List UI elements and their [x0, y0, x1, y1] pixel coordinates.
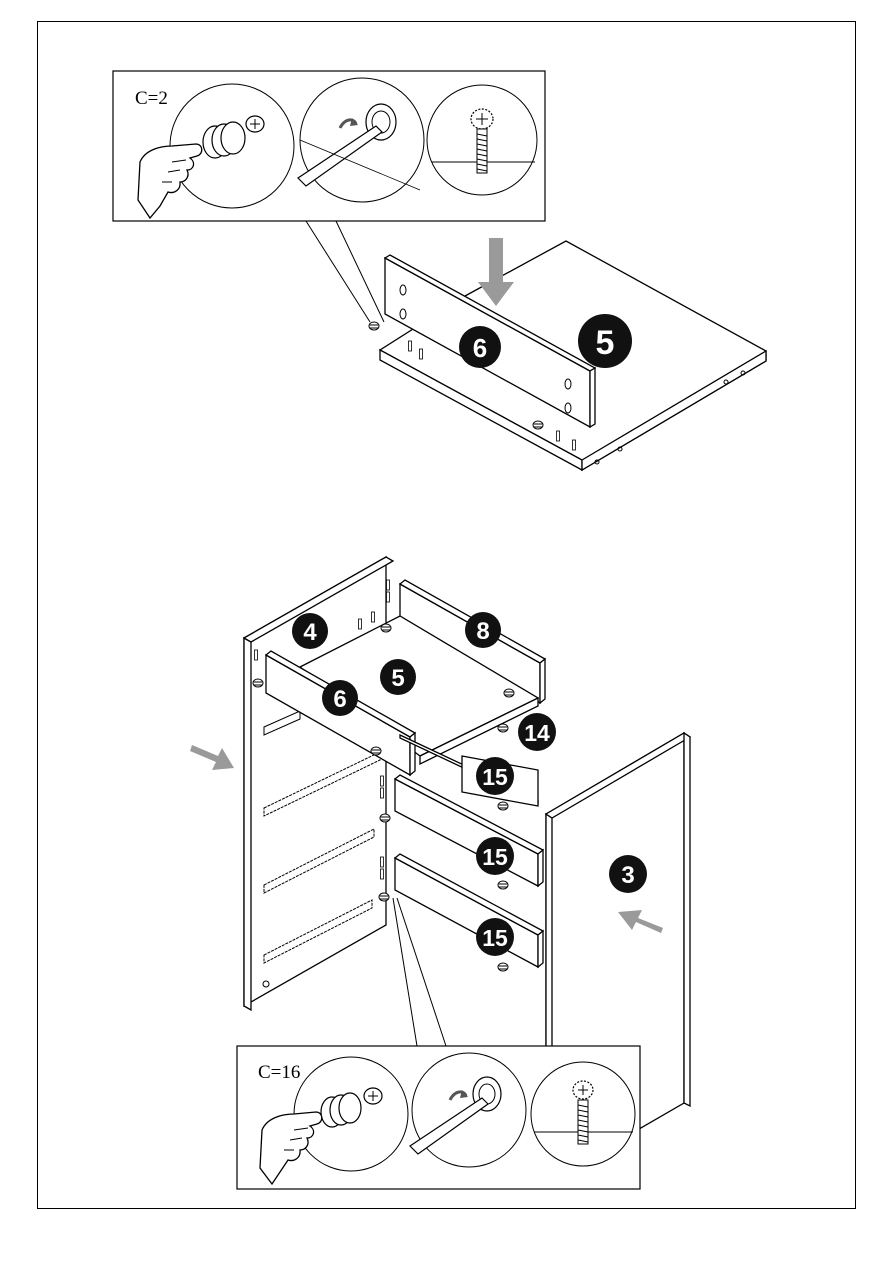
svg-text:6: 6	[473, 333, 487, 363]
svg-text:5: 5	[391, 665, 404, 692]
part-badge-15-a: 15	[476, 757, 514, 795]
part-badge-5-top: 5	[578, 314, 632, 368]
svg-text:4: 4	[303, 619, 317, 646]
svg-text:8: 8	[476, 618, 489, 645]
svg-text:3: 3	[621, 862, 634, 889]
bolt-section-detail	[427, 85, 537, 195]
part-badge-5: 5	[380, 659, 416, 695]
part-badge-6-top: 6	[459, 326, 501, 368]
svg-text:15: 15	[482, 925, 508, 951]
top-callout-count: C=2	[135, 88, 168, 109]
part-badge-15-b: 15	[476, 837, 514, 875]
part-badge-4: 4	[292, 613, 328, 649]
part-badge-6: 6	[322, 680, 358, 716]
svg-text:6: 6	[333, 686, 346, 713]
part-badge-15-c: 15	[476, 918, 514, 956]
svg-text:15: 15	[482, 764, 508, 790]
svg-text:14: 14	[524, 720, 550, 746]
part-badge-8: 8	[465, 612, 501, 648]
right-arrow-icon	[190, 745, 234, 770]
part-badge-3: 3	[609, 855, 647, 893]
bottom-callout: C=16	[237, 1046, 640, 1189]
top-assembly: 6 5	[369, 238, 766, 470]
part-badge-14: 14	[518, 713, 556, 751]
svg-text:15: 15	[482, 844, 508, 870]
svg-text:5: 5	[596, 324, 615, 362]
bottom-callout-count: C=16	[258, 1062, 300, 1083]
bolt-section-detail-2	[531, 1062, 635, 1166]
